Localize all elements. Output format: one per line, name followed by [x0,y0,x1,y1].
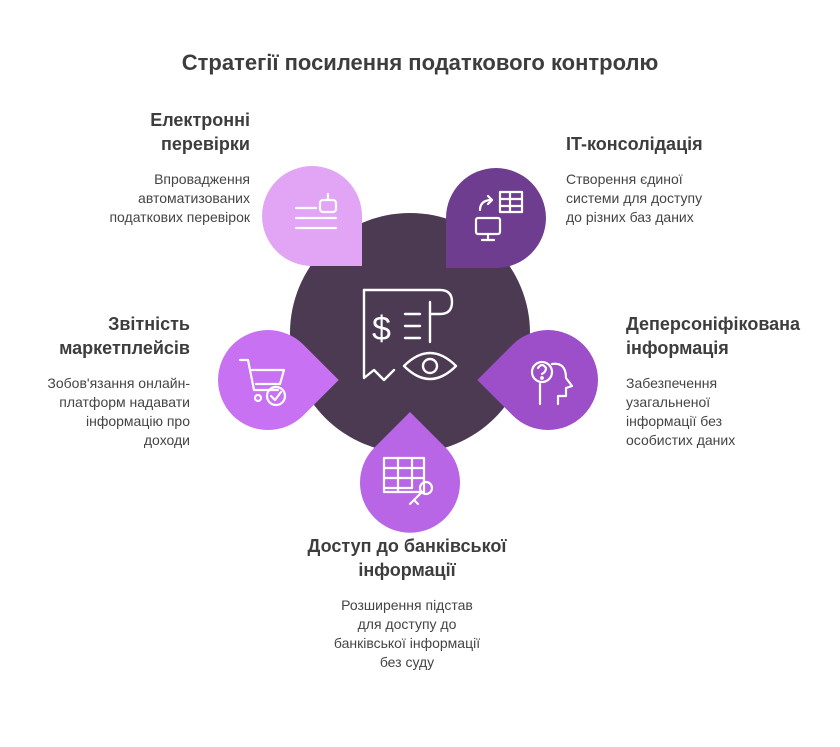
label-description: Розширення підстав для доступу до банків… [333,597,481,670]
label-depersonalized-info: Деперсоніфікована інформація Забезпеченн… [626,312,836,450]
petal-electronic-audits [262,166,362,266]
label-heading: Електронні перевірки [150,110,250,154]
database-monitor-icon [474,190,524,242]
petal-marketplace-reporting [218,330,339,430]
label-heading: Доступ до банківської інформації [307,536,507,580]
diagram-title: Стратегії посилення податкового контролю [181,50,659,75]
receipt-eye-icon: $ [362,288,458,382]
svg-text:$: $ [372,310,391,348]
label-heading: Деперсоніфікована інформація [626,314,801,358]
question-head-icon [530,360,574,406]
label-description: Забезпечення узагальненої інформації без… [626,375,736,448]
center-circle [290,213,530,453]
robot-document-icon [294,192,338,230]
label-it-consolidation: IT-консолідація Створення єдиної системи… [566,132,796,227]
petal-bank-info [360,412,461,533]
label-description: Впровадження автоматизованих податкових … [109,171,250,225]
label-description: Створення єдиної системи для доступу до … [566,171,703,225]
label-marketplace-reporting: Звітність маркетплейсів Зобов'язання онл… [20,312,190,450]
petal-it-consolidation [446,168,546,268]
label-bank-info: Доступ до банківської інформації Розшире… [270,534,544,672]
table-key-icon [382,456,434,506]
label-heading: Звітність маркетплейсів [59,314,190,358]
cart-check-icon [238,358,287,407]
label-description: Зобов'язання онлайн- платформ надавати і… [47,375,190,448]
petal-depersonalized-info [477,330,598,430]
label-heading: IT-консолідація [566,134,703,154]
label-electronic-audits: Електронні перевірки Впровадження автома… [40,108,250,227]
